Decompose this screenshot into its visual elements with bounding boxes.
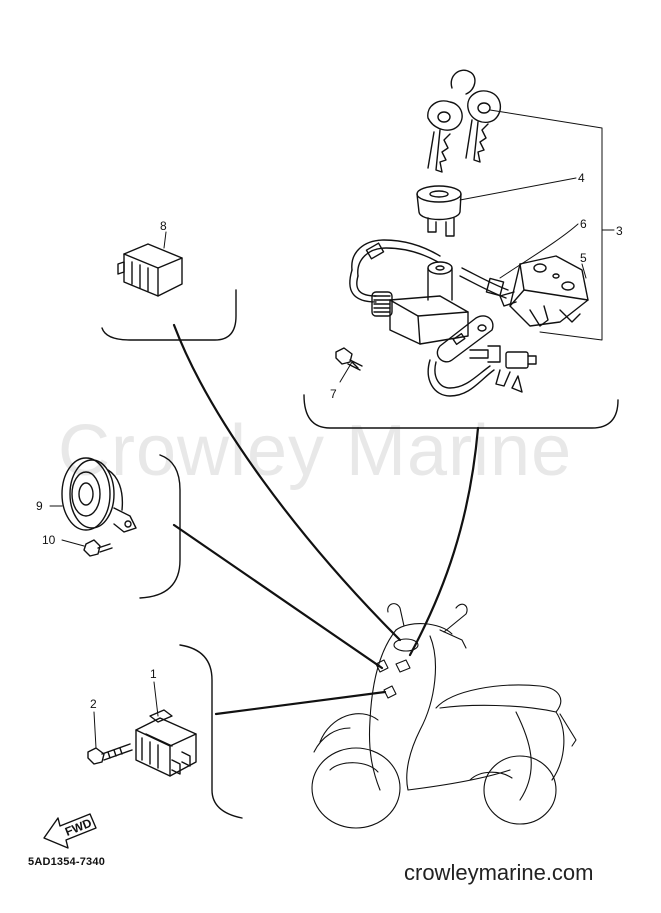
site-footer: crowleymarine.com	[404, 860, 594, 885]
callout-leaders	[49, 109, 615, 749]
switch-group-bracket	[303, 394, 619, 429]
flasher-group-bracket	[101, 289, 237, 341]
callout-5: 5	[580, 251, 587, 265]
fwd-arrow-icon	[43, 813, 97, 849]
callout-2: 2	[90, 697, 97, 711]
callout-9: 9	[36, 499, 43, 513]
relay-group-bracket	[179, 644, 243, 819]
horn-bolt	[83, 539, 113, 557]
key-set	[427, 69, 501, 173]
callout-3: 3	[616, 224, 623, 238]
leader-relay	[214, 690, 387, 716]
callout-6: 6	[580, 217, 587, 231]
flasher-relay	[117, 243, 183, 297]
horn	[61, 457, 137, 533]
relay-unit	[135, 709, 197, 777]
relay-bolt	[87, 743, 133, 765]
part-code: 5AD1354-7340	[28, 856, 106, 868]
leader-switch	[408, 426, 480, 657]
lock-cylinder	[416, 185, 462, 237]
leader-flasher	[172, 323, 402, 642]
callout-10: 10	[42, 533, 56, 547]
callout-1: 1	[150, 667, 157, 681]
seat-lock-bracket	[499, 255, 589, 327]
main-switch-assembly	[349, 239, 537, 397]
callout-7: 7	[330, 387, 337, 401]
leader-horn	[172, 523, 384, 670]
callout-8: 8	[160, 219, 167, 233]
callout-4: 4	[578, 171, 585, 185]
scooter-silhouette	[311, 603, 577, 829]
horn-group-bracket	[139, 454, 181, 599]
